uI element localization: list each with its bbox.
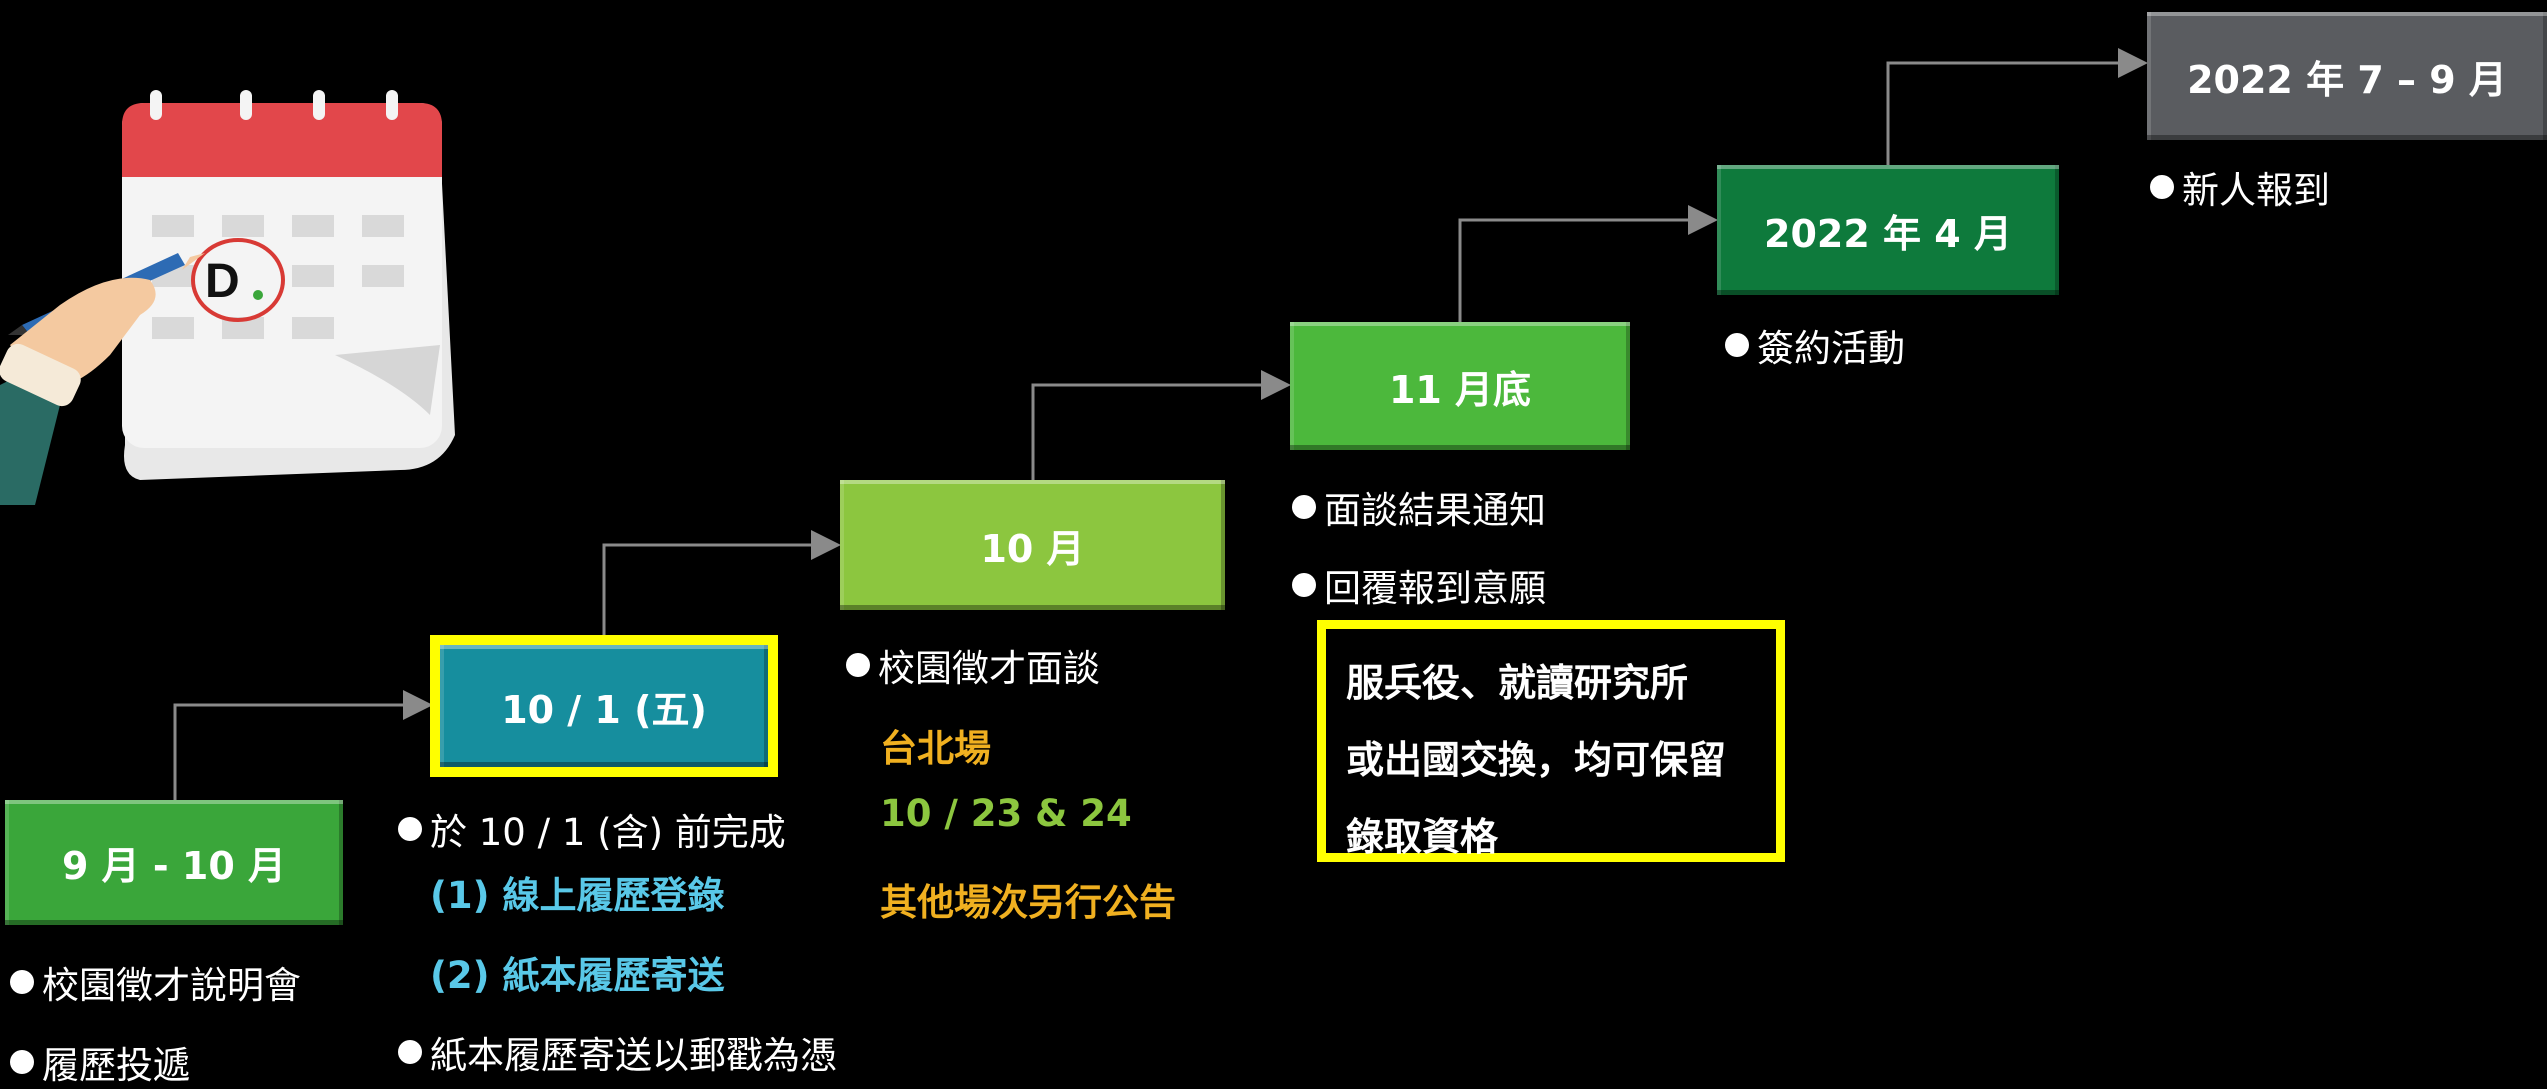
bullet-icon	[2150, 175, 2174, 199]
item-text: 校園徵才面談	[878, 647, 1100, 690]
item-text: 新人報到	[2182, 169, 2330, 212]
stage-label: 10 / 1 (五)	[501, 687, 707, 732]
bullet-icon	[398, 1040, 422, 1064]
list-item: 紙本履歷寄送以郵戳為憑	[398, 1025, 837, 1079]
bullet-icon	[1725, 333, 1749, 357]
calendar-icon	[122, 90, 455, 480]
item-text: 回覆報到意願	[1324, 567, 1546, 610]
list-item: 簽約活動	[1725, 318, 1905, 372]
list-item: 新人報到	[2150, 160, 2330, 214]
stage-label: 2022 年 7 – 9 月	[2187, 57, 2507, 102]
calendar-illustration: D	[0, 90, 455, 505]
stage-box-end-nov: 11 月底	[1290, 322, 1630, 450]
bullet-icon	[1292, 495, 1316, 519]
item-text: 校園徵才說明會	[42, 964, 301, 1007]
bullet-icon	[1292, 573, 1316, 597]
stage-label: 11 月底	[1388, 367, 1532, 412]
stage-box-jul-sep-2022: 2022 年 7 – 9 月	[2147, 12, 2547, 140]
hand-with-pen-icon	[0, 253, 205, 505]
bullet-icon	[10, 970, 34, 994]
list-item: 校園徵才說明會	[10, 955, 301, 1009]
list-item: 回覆報到意願	[1292, 558, 1546, 612]
session-dates: 10 / 23 & 24	[880, 792, 1132, 835]
stage-label: 2022 年 4 月	[1764, 211, 2012, 256]
calendar-letter: D	[205, 255, 240, 308]
retention-note-box: 服兵役、就讀研究所 或出國交換，均可保留 錄取資格	[1317, 620, 1785, 862]
note-line: 錄取資格	[1346, 815, 1499, 859]
bullet-icon	[398, 817, 422, 841]
bullet-icon	[846, 653, 870, 677]
list-item: 於 10 / 1 (含) 前完成	[398, 802, 786, 856]
stage-label: 9 月 - 10 月	[61, 844, 286, 888]
note-line: 服兵役、就讀研究所	[1346, 661, 1689, 705]
sub-item-online-resume: (1) 線上履歷登錄	[430, 874, 725, 917]
item-text: 面談結果通知	[1324, 489, 1546, 532]
item-text: 於 10 / 1 (含) 前完成	[430, 811, 786, 854]
list-item: 校園徵才面談	[846, 638, 1100, 692]
stage-box-oct-1: 10 / 1 (五)	[440, 645, 768, 767]
list-item: 面談結果通知	[1292, 480, 1546, 534]
note-line: 或出國交換，均可保留	[1346, 738, 1727, 782]
item-text: 紙本履歷寄送以郵戳為憑	[430, 1034, 837, 1077]
stage-box-apr-2022: 2022 年 4 月	[1717, 165, 2059, 295]
item-text: 履歷投遞	[42, 1044, 190, 1087]
taipei-session: 台北場	[880, 727, 991, 770]
list-item: 履歷投遞	[10, 1035, 190, 1089]
item-text: 簽約活動	[1757, 327, 1905, 370]
stage-box-oct: 10 月	[840, 480, 1225, 610]
bullet-icon	[10, 1050, 34, 1074]
sub-item-paper-resume: (2) 紙本履歷寄送	[430, 954, 725, 997]
stage-box-sep-oct: 9 月 - 10 月	[5, 800, 343, 925]
other-sessions-note: 其他場次另行公告	[880, 881, 1176, 924]
stage-label: 10 月	[980, 526, 1085, 571]
